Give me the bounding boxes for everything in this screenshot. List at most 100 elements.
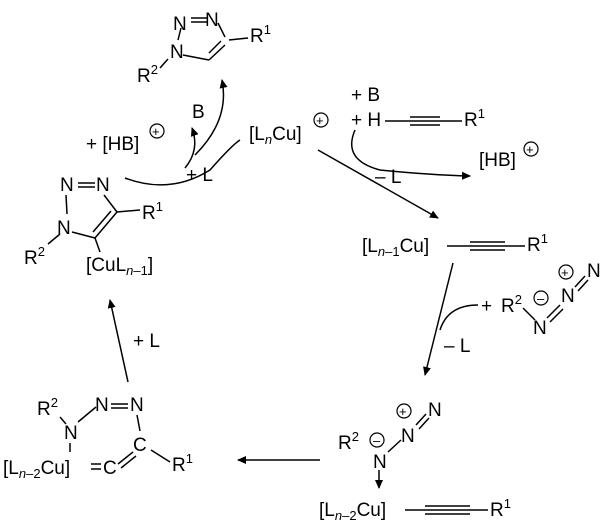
copper-triazolide: N N N R1 R2 [CuLn–1]: [24, 175, 163, 278]
triazolide-bond: [94, 211, 118, 239]
metallacycle-r1: R1: [172, 451, 193, 476]
arrow-acetylide-to-complex: [423, 262, 454, 376]
metallacycle-bond: [136, 414, 141, 432]
acetylide-cu: [Ln–1Cu]: [362, 236, 429, 259]
metallacycle-bond: [77, 406, 97, 423]
product-bond: [159, 58, 169, 69]
complex-minus-charge: [369, 432, 385, 448]
metallacycle-n3: N: [130, 395, 144, 416]
ligand-loss-2: – L: [444, 336, 470, 357]
hb-in-charge: [149, 123, 165, 139]
metallacycle-c1: C: [103, 458, 117, 479]
product-bond: [217, 22, 226, 38]
metallacycle-n2: N: [95, 395, 109, 416]
ligand-loss-1: – L: [375, 167, 401, 188]
azide-n3: N: [587, 261, 601, 282]
alkyne-reagent: + B + H R1: [351, 85, 485, 131]
product-bond: [182, 54, 210, 61]
curve-azide-entry: [439, 304, 479, 331]
product-r2: R2: [137, 62, 158, 87]
product-bond: [208, 40, 222, 54]
metallacycle-bond: [120, 455, 137, 469]
triazolide-n2: N: [96, 175, 110, 196]
copper-acetylide: [Ln–1Cu] R1: [362, 231, 548, 259]
triazolide-bond: [94, 237, 101, 253]
catalyst-label: [LnCu]: [249, 124, 302, 147]
triazolide-n1: N: [57, 218, 71, 239]
product-bond: [228, 37, 249, 41]
metallacycle: R2 N N N C R1 [Ln–2Cu] C: [3, 395, 193, 481]
minus-sign: –: [537, 291, 545, 306]
hb-byproduct: [HB] +: [479, 141, 539, 171]
azide-bond: [577, 279, 589, 292]
product-n1: N: [173, 14, 187, 35]
product-n3: N: [170, 42, 184, 63]
arrow-metallacycle-to-triazolide: [107, 299, 129, 383]
curve-arrow-b-out: [184, 127, 199, 169]
triazolide-bond: [103, 194, 118, 213]
curve-protonation: [124, 139, 241, 186]
minus-sign: –: [373, 433, 381, 448]
triazolide-n3: N: [60, 175, 74, 196]
complex-bond: [418, 417, 430, 430]
b-out-label: B: [192, 102, 205, 123]
complex-bond: [387, 439, 402, 453]
triazolide-bond: [116, 209, 141, 213]
base-label: + B: [351, 85, 380, 106]
complex-cu: [Ln–2Cu]: [319, 500, 386, 523]
azide-bond: [546, 304, 561, 319]
azide-r2: R2: [501, 292, 522, 317]
plus-sign: +: [399, 404, 407, 419]
product-bond: [208, 44, 226, 61]
metallacycle-bond: [117, 451, 134, 465]
product-bond: [177, 27, 182, 41]
azide-plus: +: [481, 296, 492, 317]
triazolide-bond: [47, 233, 61, 245]
triazolide-r2: R2: [24, 244, 45, 269]
azide-n1: N: [533, 318, 547, 339]
azide-copper-complex: R2 – N N + N [Ln–2Cu] R1: [319, 400, 511, 523]
triazolide-cu: [CuLn–1]: [86, 255, 153, 278]
hb-label: [HB]: [479, 150, 516, 171]
complex-n: N: [373, 452, 387, 473]
complex-plus-charge: [396, 403, 412, 419]
metallacycle-cu: [Ln–2Cu]: [3, 458, 70, 481]
catalyst-charge: [313, 112, 329, 128]
metallacycle-c2: C: [133, 435, 147, 456]
azide-n2: N: [561, 286, 575, 307]
complex-r2: R2: [338, 429, 359, 454]
metallacycle-bond: [150, 449, 171, 463]
plus-sign: +: [561, 265, 569, 280]
hb-in: + [HB] +: [86, 123, 165, 155]
complex-bond: [415, 413, 427, 426]
metallacycle-r2: R2: [37, 395, 58, 420]
alkyne-label: + H: [351, 110, 381, 131]
azide-minus-charge: [533, 290, 549, 306]
triazolide-bond: [65, 194, 68, 215]
curve-arrow-to-product: [194, 79, 228, 156]
azide-bond: [574, 275, 586, 288]
hb-in-label: + [HB]: [86, 134, 139, 155]
azide-bond: [522, 307, 536, 321]
plus-sign: +: [526, 142, 534, 157]
complex-n2: N: [401, 426, 415, 447]
alkyne-r1: R1: [464, 106, 485, 131]
azide-bond: [549, 308, 564, 323]
ligand-gain-1: + L: [133, 331, 160, 352]
metallacycle-n1: N: [64, 423, 78, 444]
triazolide-bond: [92, 210, 112, 233]
complex-n3: N: [428, 400, 442, 421]
acetylide-r1: R1: [527, 231, 548, 256]
plus-sign: +: [152, 124, 160, 139]
complex-r1: R1: [490, 496, 511, 521]
product-r1: R1: [250, 22, 271, 47]
metallacycle-bond: [59, 416, 67, 425]
azide-reagent: + R2 N – N + N: [481, 261, 601, 339]
triazolide-r1: R1: [142, 199, 163, 224]
product-triazole: N N N R1 R2: [137, 10, 271, 87]
hb-charge: [523, 141, 539, 157]
ligand-gain-2: + L: [186, 165, 213, 186]
catalyst: [LnCu] +: [249, 112, 329, 147]
